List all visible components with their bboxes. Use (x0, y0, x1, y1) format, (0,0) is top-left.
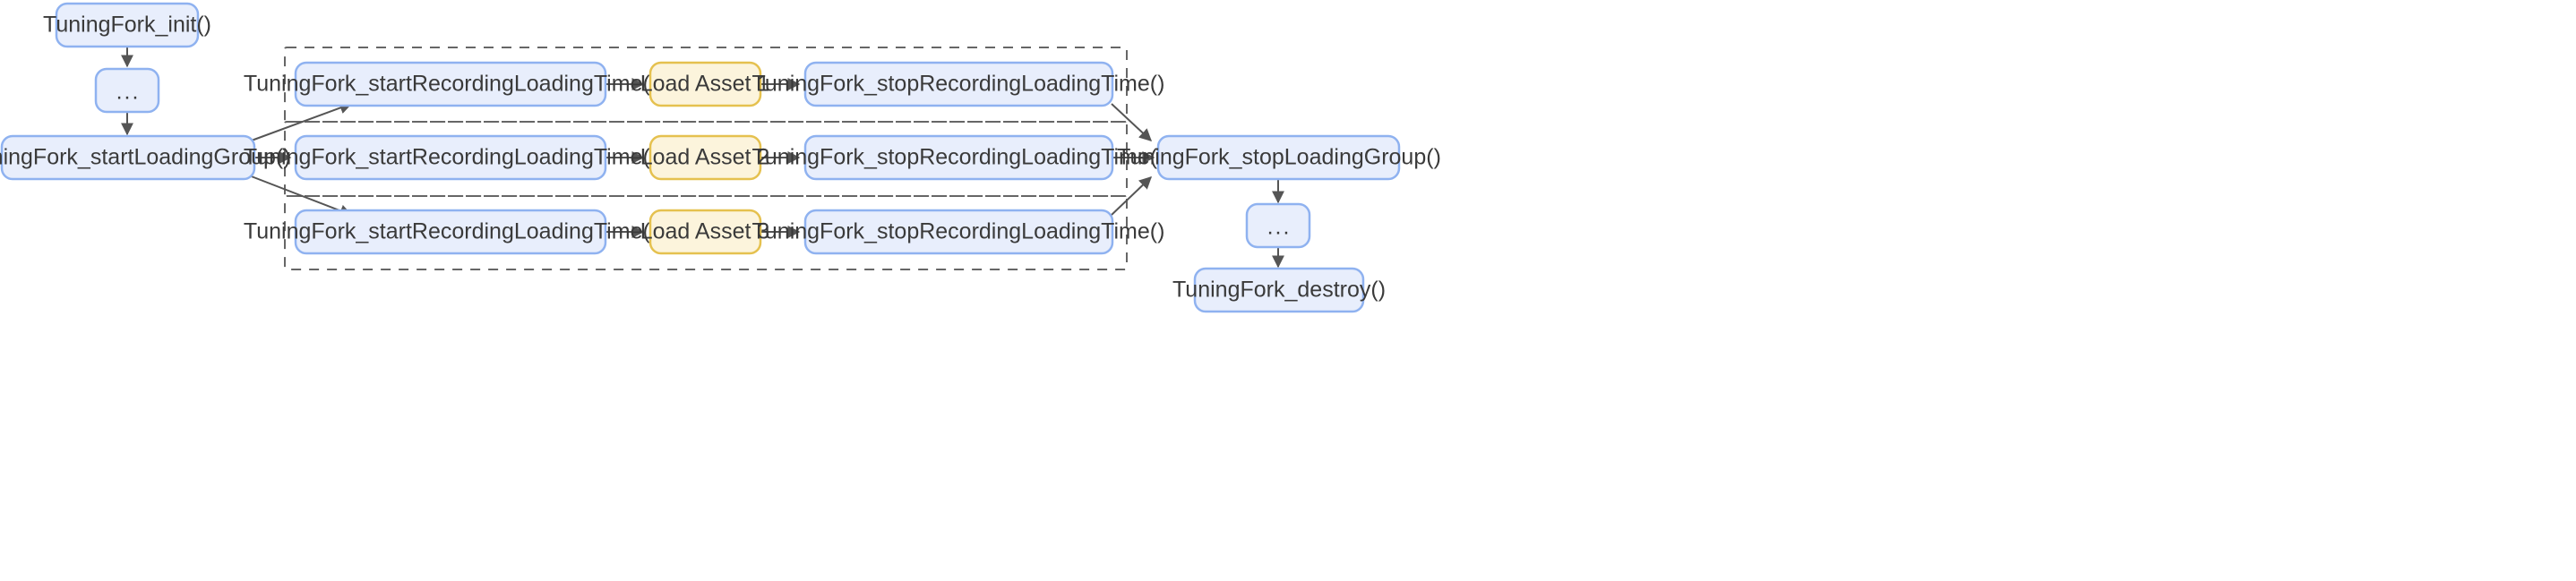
node-load-asset-3-shape[interactable] (648, 209, 762, 255)
node-load-asset-2[interactable]: Load Asset 2 (640, 134, 770, 181)
nodes-layer: TuningFork_init() ... TuningFork_startLo… (0, 2, 1441, 313)
node-ellipsis-bottom[interactable]: ... (1245, 202, 1311, 249)
node-load-asset-2-shape[interactable] (648, 134, 762, 181)
node-stop-loading-group-shape[interactable] (1156, 134, 1401, 181)
edge-stop-rec-3-to-stop-group (1111, 176, 1153, 216)
node-load-asset-1-shape[interactable] (648, 61, 762, 107)
node-stop-loading-group[interactable]: TuningFork_stopLoadingGroup() (1117, 134, 1441, 181)
node-stop-recording-3[interactable]: TuningFork_stopRecordingLoadingTime() (752, 209, 1165, 255)
node-tuningfork-init-shape[interactable] (55, 2, 200, 48)
node-start-recording-1-shape[interactable] (294, 61, 607, 107)
node-ellipsis-bottom-shape[interactable] (1245, 202, 1311, 249)
node-stop-recording-1-shape[interactable] (803, 61, 1114, 107)
node-start-loading-group-shape[interactable] (0, 134, 256, 181)
node-start-recording-3[interactable]: TuningFork_startRecordingLoadingTime() (244, 209, 657, 255)
node-ellipsis-top-shape[interactable] (94, 67, 160, 114)
node-tuningfork-init[interactable]: TuningFork_init() (43, 2, 211, 48)
node-load-asset-1[interactable]: Load Asset 1 (640, 61, 770, 107)
node-start-recording-2[interactable]: TuningFork_startRecordingLoadingTime() (244, 134, 657, 181)
node-load-asset-3[interactable]: Load Asset 3 (640, 209, 770, 255)
node-start-recording-1[interactable]: TuningFork_startRecordingLoadingTime() (244, 61, 657, 107)
edge-stop-rec-1-to-stop-group (1111, 103, 1153, 141)
edge-start-group-to-start-rec-1 (248, 101, 353, 142)
node-stop-recording-3-shape[interactable] (803, 209, 1114, 255)
node-stop-recording-1[interactable]: TuningFork_stopRecordingLoadingTime() (752, 61, 1165, 107)
node-stop-recording-2[interactable]: TuningFork_stopRecordingLoadingTime() (752, 134, 1165, 181)
node-tuningfork-destroy-shape[interactable] (1193, 267, 1365, 313)
node-start-recording-2-shape[interactable] (294, 134, 607, 181)
node-tuningfork-destroy[interactable]: TuningFork_destroy() (1172, 267, 1386, 313)
node-ellipsis-top[interactable]: ... (94, 67, 160, 114)
asset-group-3-border (284, 195, 1128, 270)
edges-layer (121, 47, 1284, 269)
node-start-recording-3-shape[interactable] (294, 209, 607, 255)
node-start-loading-group[interactable]: TuningFork_startLoadingGroup() (0, 134, 291, 181)
edge-start-group-to-start-rec-3 (248, 175, 353, 217)
asset-group-containers (284, 47, 1128, 270)
node-stop-recording-2-shape[interactable] (803, 134, 1114, 181)
